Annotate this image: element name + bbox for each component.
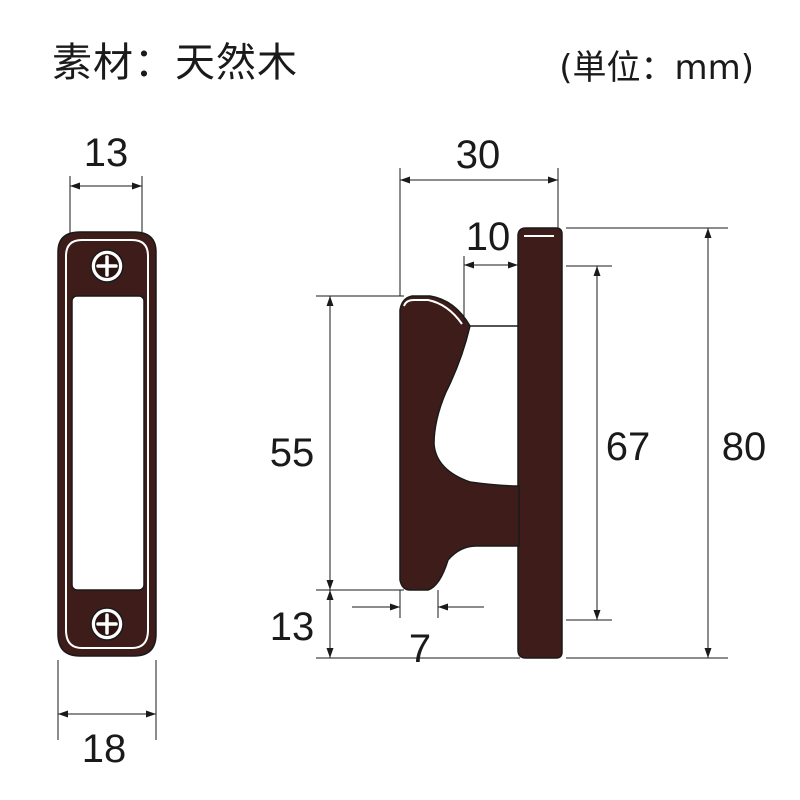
front-view: 13 18: [57, 131, 157, 771]
dim-grip-bottom-depth: [352, 590, 484, 618]
dim-total-height: [566, 227, 728, 659]
dim-front-bottom-width-label: 18: [82, 727, 127, 771]
dim-side-plate-thickness-label: 10: [466, 215, 511, 259]
unit-label: (単位：mm): [559, 48, 754, 88]
dim-lower-gap: [316, 590, 520, 659]
dim-total-height-label: 80: [722, 425, 767, 469]
dim-front-top-width-label: 13: [84, 131, 129, 175]
side-back-plate: [517, 227, 563, 659]
dim-grip-height-label: 55: [270, 431, 315, 475]
dim-side-total-width: [399, 168, 559, 296]
dim-lower-gap-label: 13: [270, 605, 315, 649]
dim-grip-height: [316, 295, 404, 591]
front-edge-highlight: [65, 239, 149, 649]
front-recess-panel: [71, 295, 145, 591]
dim-side-plate-thickness: [463, 256, 518, 326]
material-label: 素材：天然木: [52, 40, 298, 86]
top-screw-icon: [90, 249, 124, 283]
side-grip-highlight: [403, 299, 463, 325]
dim-front-top-width: [69, 176, 143, 234]
dim-front-bottom-width: [57, 660, 157, 740]
bottom-screw-icon: [90, 607, 124, 641]
side-view: 30 10 55 13 7: [270, 133, 767, 671]
dim-grip-bottom-depth-label: 7: [409, 627, 431, 671]
side-grip: [399, 295, 520, 591]
dim-inner-height: [566, 265, 612, 621]
dim-side-total-width-label: 30: [456, 133, 501, 177]
dim-inner-height-label: 67: [606, 425, 651, 469]
